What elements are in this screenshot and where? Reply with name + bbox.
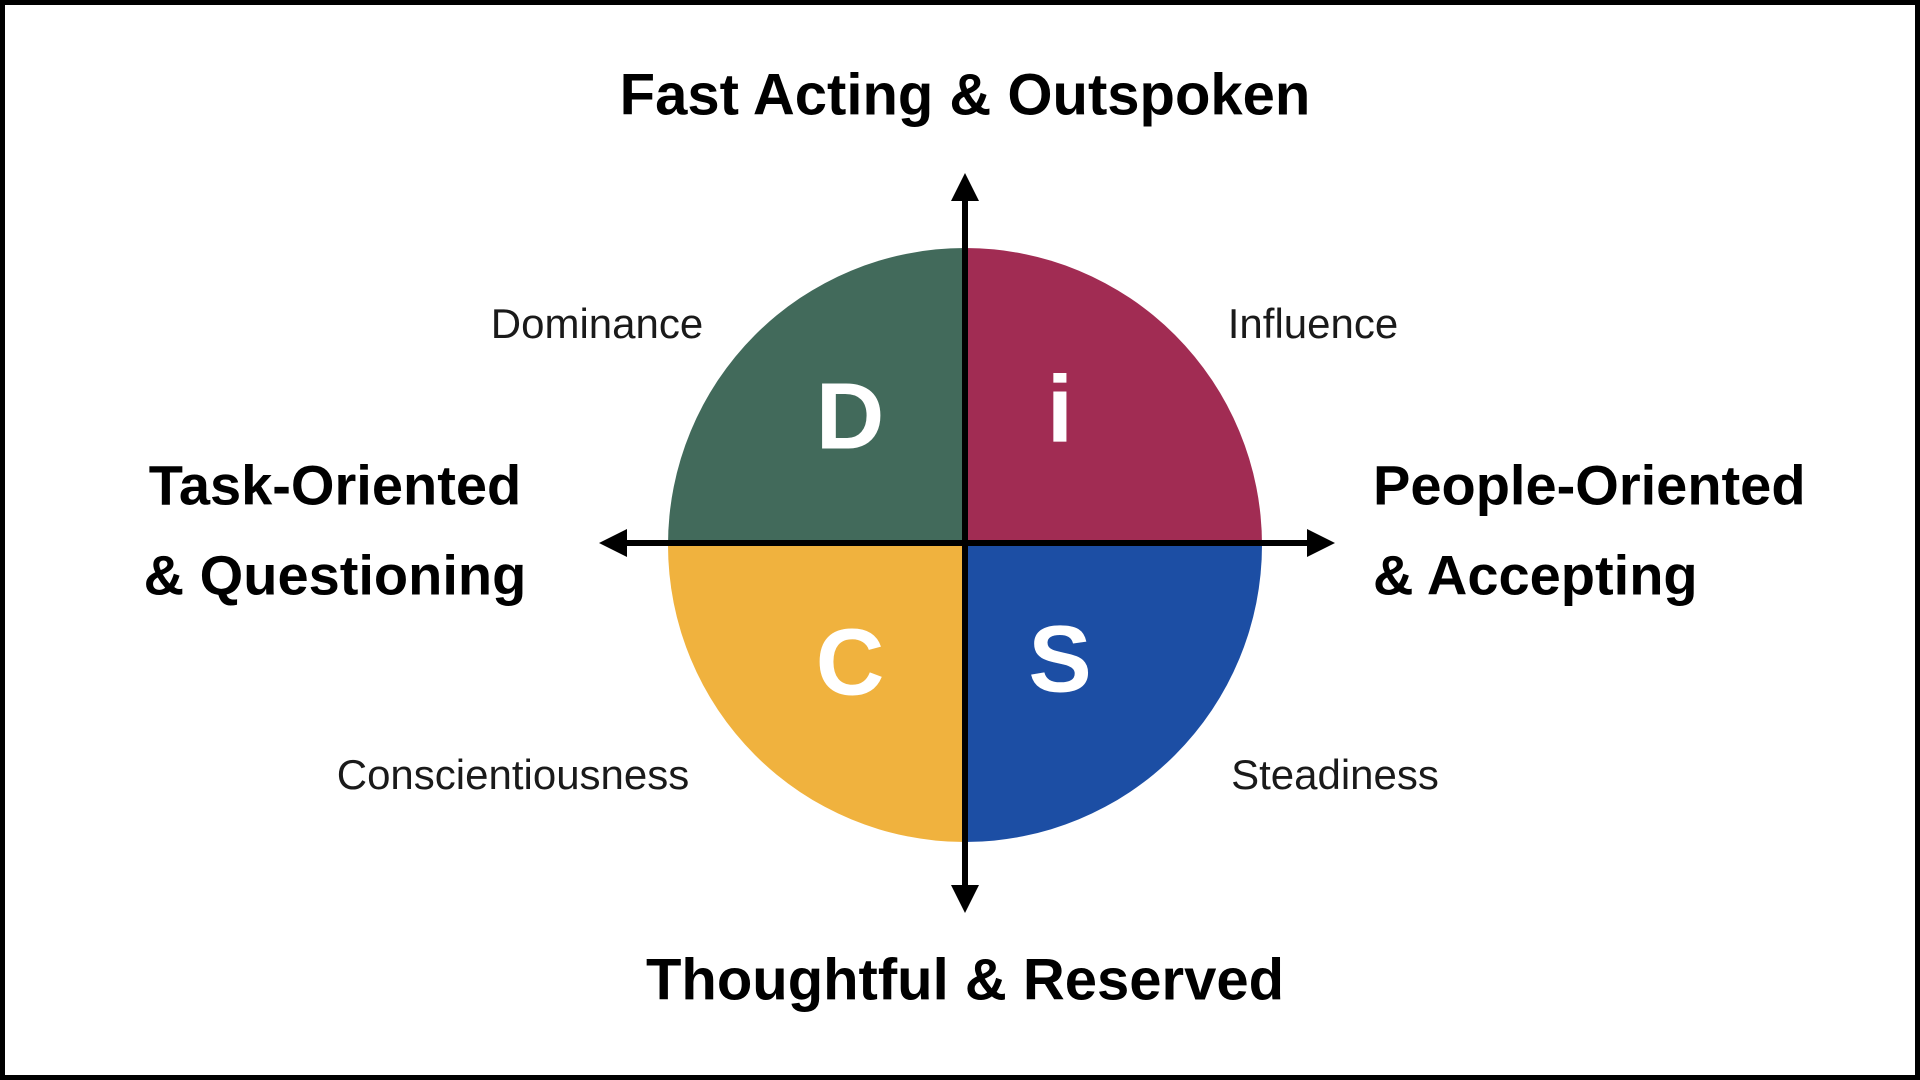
arrow-left-icon: [599, 529, 627, 557]
horizontal-axis-line: [617, 540, 1313, 546]
quadrant-letter-s: S: [1028, 606, 1092, 713]
quadrant-letter-c: C: [815, 609, 885, 716]
label-influence: Influence: [1227, 300, 1399, 347]
pole-label-top: Fast Acting & Outspoken: [619, 62, 1311, 128]
label-steadiness: Steadiness: [1231, 751, 1439, 798]
pole-label-right: People-Oriented & Accepting: [1373, 440, 1806, 619]
pole-label-bottom: Thoughtful & Reserved: [645, 947, 1285, 1013]
label-dominance: Dominance: [490, 300, 704, 347]
quadrant-letter-d: D: [815, 363, 885, 470]
label-conscientiousness: Conscientiousness: [336, 751, 690, 798]
arrow-down-icon: [951, 885, 979, 913]
pole-label-right-line2: & Accepting: [1373, 543, 1698, 606]
arrow-right-icon: [1307, 529, 1335, 557]
quadrant-influence-shape: [965, 248, 1262, 545]
arrow-up-icon: [951, 173, 979, 201]
pole-label-left-line2: & Questioning: [143, 543, 527, 606]
pole-label-right-line1: People-Oriented: [1373, 453, 1806, 517]
quadrant-steadiness-shape: [965, 545, 1262, 842]
pole-label-left-line1: Task-Oriented: [148, 453, 522, 517]
pole-label-left: Task-Oriented & Questioning: [144, 440, 527, 619]
quadrant-letter-i: i: [1046, 356, 1074, 463]
